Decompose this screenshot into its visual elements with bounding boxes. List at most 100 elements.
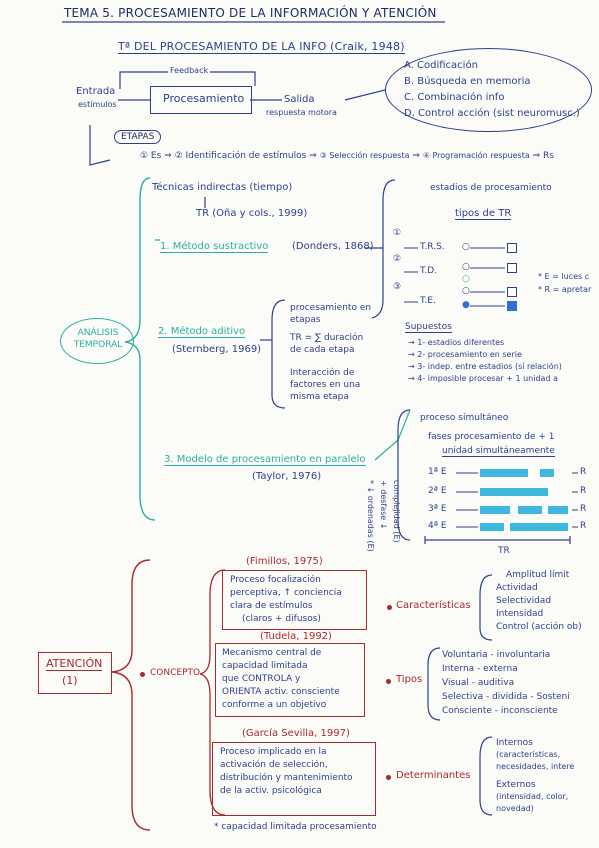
caracteristica-item: Intensidad	[496, 609, 544, 619]
tr-axis-label: TR	[498, 546, 510, 556]
tr-type: T.D.	[420, 266, 438, 276]
circle-num-1-icon: ①	[393, 228, 402, 238]
caracteristica-item: Control (acción ob)	[496, 622, 582, 632]
light-circle-icon: ○	[462, 262, 470, 272]
page-title: TEMA 5. PROCESAMIENTO DE LA INFORMACIÓN …	[64, 6, 437, 20]
metodo-sustractivo: 1. Método sustractivo	[160, 241, 269, 253]
tr-type: T.R.S.	[420, 242, 445, 252]
c2-box	[215, 643, 365, 717]
c1-line: Proceso focalización	[230, 575, 321, 585]
metodo-aditivo: 2. Método aditivo	[158, 326, 246, 338]
c3-line: distribución y mantenimiento	[220, 773, 353, 783]
stage-bar	[510, 523, 568, 531]
r-label: R	[580, 521, 587, 531]
c1-reference: (Fimillos, 1975)	[246, 556, 323, 567]
caracteristica-item: Actividad	[496, 583, 538, 593]
c3-line: activación de selección,	[220, 760, 328, 770]
stage-bar	[480, 506, 510, 514]
flow-items-oval	[385, 48, 592, 132]
modelo-paralelo-ref: (Taylor, 1976)	[252, 471, 322, 482]
etapa-e-label: 3ª E	[428, 504, 447, 514]
supuesto-item: → 2- procesamiento en serie	[408, 350, 522, 359]
capacidad-note: * capacidad limitada procesamiento	[214, 822, 377, 832]
paralelo-1: proceso simultáneo	[420, 413, 509, 423]
determinante-item: Externos	[496, 780, 536, 790]
atencion-box	[38, 652, 112, 694]
etapas-badge: ETAPAS	[114, 130, 162, 144]
modelo-paralelo: 3. Modelo de procesamiento en paralelo	[164, 454, 366, 466]
procesamiento-label: Procesamiento	[163, 92, 245, 105]
determinantes-list: Internos (características, necesidades, …	[496, 737, 574, 815]
caracteristicas-list: Amplitud límit Actividad Selectividad In…	[496, 569, 582, 634]
supuesto-item: → 3- indep. entre estadios (sí relación)	[408, 362, 562, 371]
paralelo-2: fases procesamiento de + 1	[428, 432, 555, 442]
aditivo-note-1: procesamiento en etapas	[290, 303, 372, 325]
c1-line: (claros + difusos)	[242, 614, 321, 624]
etapa-step: ④ Programación respuesta	[422, 151, 530, 160]
response-box-icon	[507, 287, 517, 297]
determinante-item: (intensidad, color,	[496, 792, 569, 801]
caracteristica-item: Amplitud límit	[506, 570, 570, 580]
r-label: R	[580, 486, 587, 496]
atencion-num: (1)	[62, 674, 78, 687]
light-circle-icon: ○	[462, 242, 470, 252]
tipos-label: Tipos	[396, 674, 423, 685]
bullet-dot	[386, 679, 391, 684]
tipos-list: Voluntaria - involuntaria Interna - exte…	[442, 648, 570, 718]
estadios-label: estadios de procesamiento	[430, 183, 552, 193]
determinantes-label: Determinantes	[396, 770, 471, 781]
etapa-e-label: 1ª E	[428, 467, 447, 477]
response-box-icon	[507, 263, 517, 273]
circle-num-2-icon: ②	[393, 254, 402, 264]
concepto-label: CONCEPTO	[150, 668, 201, 678]
c2-line: conforme a un objetivo	[222, 700, 327, 710]
tipo-item: Selectiva - dividida - Sosteni	[442, 692, 570, 702]
procesamiento-box	[150, 86, 252, 114]
etapa-e-label: 2ª E	[428, 486, 447, 496]
c2-line: Mecanismo central de	[222, 648, 322, 658]
tecnicas-label: Técnicas indirectas (tiempo)	[152, 182, 293, 193]
estimulos-label: estímulos	[78, 100, 117, 109]
tipo-item: Interna - externa	[442, 664, 518, 674]
etapa-step: ① Es	[140, 151, 162, 161]
analisis-label: ANÁLISIS TEMPORAL	[73, 328, 123, 350]
c3-line: de la activ. psicológica	[220, 786, 322, 796]
c2-line: capacidad limitada	[222, 661, 308, 671]
c2-line: que CONTROLA y	[222, 674, 301, 684]
r-label: R	[580, 504, 587, 514]
paralelo-3: unidad simultáneamente	[442, 446, 555, 457]
flow-item: A. Codificación	[404, 60, 478, 71]
stage-bar	[548, 506, 568, 514]
stage-bar	[480, 469, 528, 477]
tipo-item: Consciente - inconsciente	[442, 706, 558, 716]
bullet-dot	[140, 672, 145, 677]
light-circle-icon: ○	[462, 274, 470, 284]
section-title: Tª DEL PROCESAMIENTO DE LA INFO (Craik, …	[118, 40, 405, 54]
entrada-label: Entrada	[76, 86, 116, 97]
tipo-item: Voluntaria - involuntaria	[442, 650, 551, 660]
leyenda-r: * R = apretar	[538, 285, 592, 294]
stage-bar	[540, 469, 554, 477]
determinante-item: (características,	[496, 750, 561, 759]
analisis-oval	[60, 318, 134, 364]
supuesto-item: → 1- estadios diferentes	[408, 338, 505, 347]
c2-line: ORIENTA activ. consciente	[222, 687, 340, 697]
c1-box	[222, 570, 367, 630]
circle-num-3-icon: ③	[393, 282, 402, 292]
caracteristicas-label: Características	[396, 600, 471, 611]
response-box-icon	[507, 243, 517, 253]
filled-circle-icon: ●	[462, 300, 470, 310]
leyenda-e: * E = luces c	[538, 272, 590, 281]
etapa-step: ② Identificación de estímulos	[174, 151, 307, 161]
salida-label: Salida	[284, 94, 315, 105]
c3-line: Proceso implicado en la	[220, 747, 327, 757]
determinante-item: Internos	[496, 738, 533, 748]
tipo-item: Visual - auditiva	[442, 678, 515, 688]
flow-items-list: A. Codificación B. Búsqueda en memoria C…	[404, 59, 580, 120]
flow-item: D. Control acción (sist neuromusc.)	[404, 108, 580, 119]
c1-line: clara de estímulos	[230, 601, 313, 611]
vertical-note: complejidad (E)	[392, 480, 401, 543]
supuestos-list: → 1- estadios diferentes → 2- procesamie…	[408, 337, 562, 385]
r-label: R	[580, 467, 587, 477]
